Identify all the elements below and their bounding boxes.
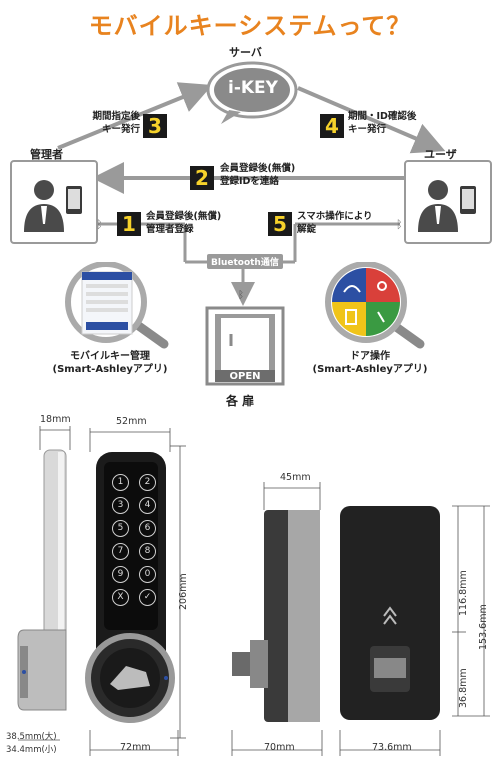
admin-bluetooth-icon: ᛒ [96, 218, 103, 231]
key-4: 4 [139, 497, 156, 514]
step-1-line-1: 会員登録後(無償) [146, 211, 222, 222]
key-2: 2 [139, 474, 156, 491]
step-4-text: 期間・ID確認後 キー発行 [348, 110, 416, 136]
key-3: 3 [112, 497, 129, 514]
admin-app-caption-1: モバイルキー管理 [70, 351, 150, 362]
bluetooth-label: Bluetooth通信 [207, 254, 283, 269]
server-logo: i-KEY [228, 78, 278, 98]
admin-app-caption-2: (Smart-Ashleyアプリ) [52, 364, 168, 375]
admin-app-caption: モバイルキー管理 (Smart-Ashleyアプリ) [30, 350, 190, 376]
step-1-badge: 1 [117, 212, 141, 236]
step-5-line-2: 解錠 [297, 224, 317, 235]
key-0: 0 [139, 566, 156, 583]
arrow-4 [297, 86, 446, 154]
door-app-caption-1: ドア操作 [350, 351, 390, 362]
dim-front-height: 206mm [178, 573, 189, 610]
admin-app-magnifier [65, 262, 169, 349]
dim-back-h1: 116.8mm [458, 570, 469, 616]
admin-box [10, 160, 98, 244]
key-1: 1 [112, 474, 129, 491]
dim-back-h2: 36.8mm [458, 668, 469, 708]
step-2-badge: 2 [190, 166, 214, 190]
dim-depth-big: 38.5mm(大) [6, 732, 57, 742]
step-2-line-1: 会員登録後(無償) [220, 163, 296, 174]
admin-label: 管理者 [30, 148, 63, 161]
step-5-text: スマホ操作により 解錠 [297, 210, 373, 236]
key-confirm: ✓ [139, 589, 156, 606]
server-bubble [206, 61, 298, 124]
step-4-line-1: 期間・ID確認後 [348, 111, 417, 122]
user-box [404, 160, 492, 244]
arrow-3 [57, 82, 213, 150]
step-4-line-2: キー発行 [348, 124, 387, 135]
step-5-badge: 5 [268, 212, 292, 236]
page-title: モバイルキーシステムって？ [88, 12, 412, 40]
step-5-line-1: スマホ操作により [297, 211, 373, 222]
dim-base-width: 72mm [120, 742, 151, 753]
user-bluetooth-icon: ᛒ [396, 218, 403, 231]
dim-depth-small: 34.4mm(小) [6, 745, 57, 755]
key-cancel: X [112, 589, 129, 606]
dim-back-width: 73.6mm [372, 742, 412, 753]
step-2-text: 会員登録後(無償) 登録IDを連絡 [220, 162, 295, 188]
step-1-line-2: 管理者登録 [146, 224, 194, 235]
user-person-icon [418, 180, 476, 232]
door-app-caption: ドア操作 (Smart-Ashleyアプリ) [290, 350, 450, 376]
key-6: 6 [139, 520, 156, 537]
user-label: ユーザ [424, 148, 457, 161]
dim-back-top: 45mm [280, 472, 311, 483]
step-3-badge: 3 [143, 114, 167, 138]
key-7: 7 [112, 543, 129, 560]
door-icon [205, 306, 285, 386]
door-bluetooth-icon: ᛒ [238, 290, 244, 301]
dim-side-width: 18mm [40, 414, 71, 425]
door-label: 各 扉 [226, 394, 255, 408]
step-1-text: 会員登録後(無償) 管理者登録 [146, 210, 221, 236]
step-3-text: 期間指定後 キー発行 [78, 110, 140, 136]
door-open-sign: OPEN [229, 371, 261, 382]
dim-back-side-width: 70mm [264, 742, 295, 753]
flow-arrows [57, 82, 446, 306]
keypad: 1 2 3 4 5 6 7 8 9 0 X ✓ [112, 474, 156, 606]
door-app-magnifier [325, 262, 425, 349]
dim-front-width: 52mm [116, 416, 147, 427]
door-app-caption-2: (Smart-Ashleyアプリ) [312, 364, 428, 375]
key-8: 8 [139, 543, 156, 560]
step-2-line-2: 登録IDを連絡 [220, 176, 279, 187]
step-3-line-1: 期間指定後 [92, 111, 140, 122]
key-5: 5 [112, 520, 129, 537]
server-label: サーバ [229, 46, 262, 59]
admin-person-icon [24, 180, 82, 232]
key-9: 9 [112, 566, 129, 583]
step-3-line-2: キー発行 [101, 124, 140, 135]
dim-back-total: 153.6mm [478, 604, 489, 650]
dimension-drawing [17, 426, 490, 756]
step-4-badge: 4 [320, 114, 344, 138]
